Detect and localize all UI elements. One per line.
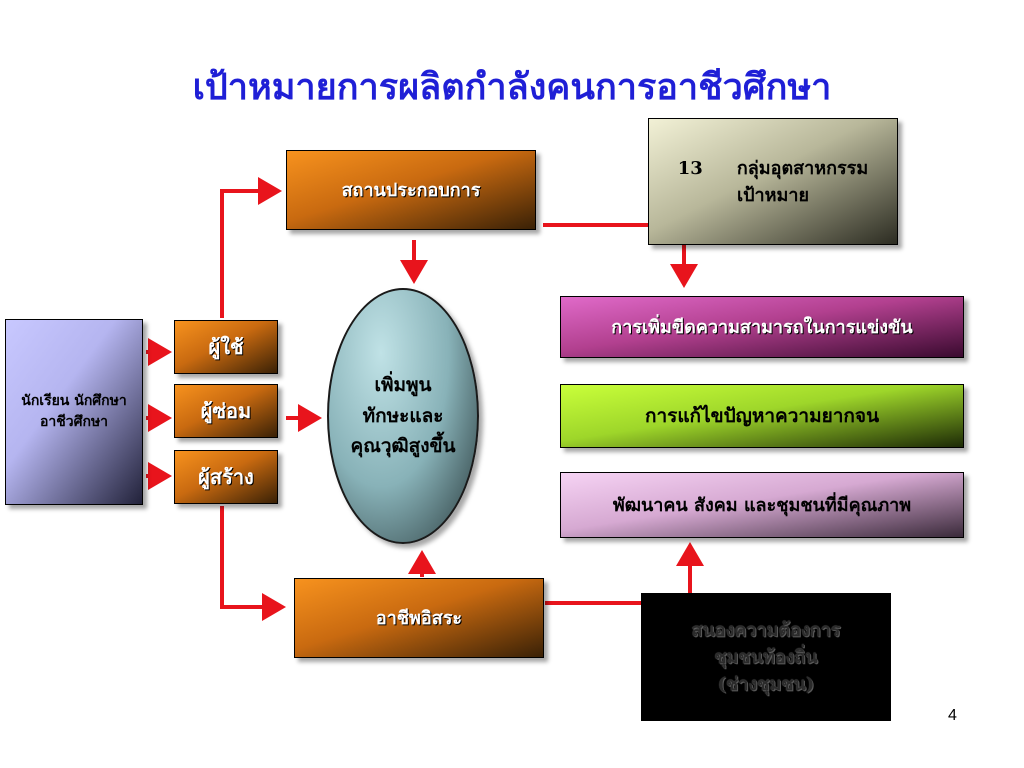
industry-label: กลุ่มอุตสาหกรรม (736, 157, 869, 179)
industry-line-1: 13 กลุ่มอุตสาหกรรม (678, 155, 868, 182)
industry-line-2: เป้าหมาย (736, 184, 810, 206)
goal-development-box: พัฒนาคน สังคม และชุมชนที่มีคุณภาพ (560, 472, 964, 538)
arrow-to-self-employed (220, 506, 286, 621)
arrow-to-enterprise (220, 177, 282, 318)
student-box: นักเรียน นักศึกษา อาชีวศึกษา (5, 319, 143, 505)
goal-competitiveness-box: การเพิ่มขีดความสามารถในการแข่งขัน (560, 296, 964, 358)
skill-upgrade-label: เพิ่มพูน ทักษะและ คุณวุฒิสูงขึ้น (350, 374, 456, 458)
skill-upgrade-ellipse: เพิ่มพูน ทักษะและ คุณวุฒิสูงขึ้น (327, 288, 479, 544)
role-repairer-box: ผู้ซ่อม (174, 384, 278, 438)
role-user-box: ผู้ใช้ (174, 320, 278, 374)
page-number: 4 (948, 707, 957, 724)
community-box: สนองความต้องการ ชุมชนท้องถิ่น (ช่างชุมชน… (641, 593, 891, 721)
self-employed-box: อาชีพอิสระ (294, 578, 544, 658)
role-builder-box: ผู้สร้าง (174, 450, 278, 504)
goal-poverty-box: การแก้ไขปัญหาความยากจน (560, 384, 964, 448)
enterprise-box: สถานประกอบการ (286, 150, 536, 230)
industry-number: 13 (677, 157, 703, 179)
industry-box: 13 กลุ่มอุตสาหกรรม เป้าหมาย (648, 118, 898, 245)
page-title: เป้าหมายการผลิตกำลังคนการอาชีวศึกษา (192, 66, 832, 108)
